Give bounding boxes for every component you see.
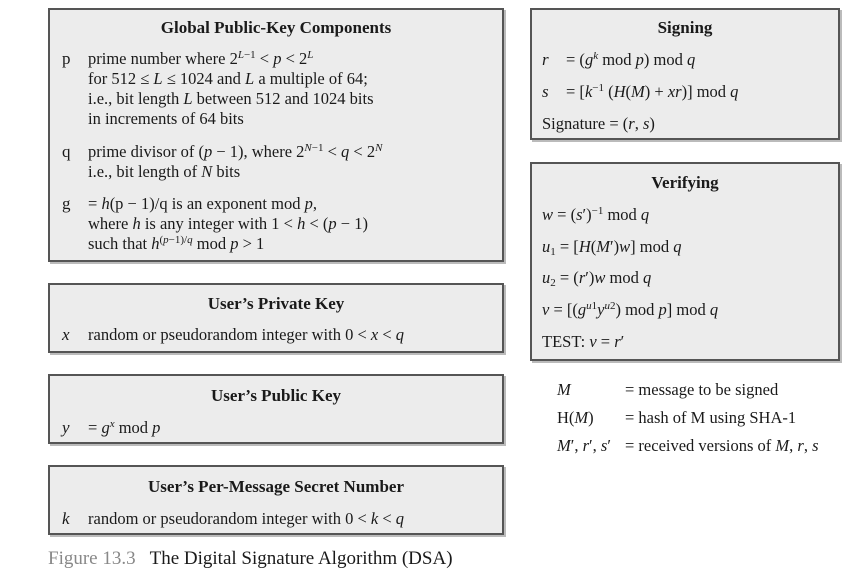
- global-components-box: Global Public-Key Components p prime num…: [48, 8, 504, 262]
- secret-number-title: User’s Per-Message Secret Number: [148, 477, 404, 496]
- verify-w-equation: w = (s′)−1 mod q: [542, 205, 650, 224]
- legend-def-m: = message to be signed: [625, 380, 779, 399]
- private-key-description: random or pseudorandom integer with 0 < …: [88, 325, 405, 344]
- legend-term-received: M′, r′, s′: [557, 436, 611, 455]
- secret-number-box: User’s Per-Message Secret Number k rando…: [48, 465, 504, 535]
- figure-caption-text: The Digital Signature Algorithm (DSA): [149, 548, 453, 569]
- private-key-box: User’s Private Key x random or pseudoran…: [48, 283, 504, 353]
- g-such-that: such that h(p−1)/q mod p > 1: [88, 234, 265, 253]
- p-description: prime number where 2L−1 < p < 2L: [88, 49, 314, 68]
- symbol-g: g: [62, 194, 71, 213]
- symbol-y: y: [62, 418, 70, 437]
- legend-term-hm: H(M): [557, 408, 594, 427]
- global-components-title: Global Public-Key Components: [160, 18, 392, 37]
- signing-box: Signing r = (gk mod p) mod q s = [k−1 (H…: [530, 8, 840, 140]
- symbol-r: r: [542, 50, 549, 69]
- legend-def-received: = received versions of M, r, s: [625, 436, 819, 455]
- symbol-q: q: [62, 142, 71, 161]
- legend-def-hm: = hash of M using SHA-1: [625, 408, 797, 427]
- figure-label: Figure 13.3: [48, 548, 136, 569]
- private-key-title: User’s Private Key: [207, 294, 345, 313]
- verify-v-equation: v = [(gu1yu2) mod p] mod q: [542, 300, 719, 319]
- secret-number-description: random or pseudorandom integer with 0 < …: [88, 509, 405, 528]
- figure-caption: Figure 13.3 The Digital Signature Algorit…: [48, 548, 453, 570]
- p-increments: in increments of 64 bits: [88, 109, 244, 128]
- verifying-box: Verifying w = (s′)−1 mod q u1 = [H(M′)w]…: [530, 162, 840, 361]
- symbol-k: k: [62, 509, 70, 528]
- symbol-s: s: [542, 82, 549, 101]
- legend-term-m: M: [557, 380, 571, 399]
- symbol-p: p: [62, 49, 71, 68]
- p-bit-length: i.e., bit length L between 512 and 1024 …: [88, 89, 374, 108]
- public-key-box: User’s Public Key y = gx mod p: [48, 374, 504, 444]
- signing-r-equation: = (gk mod p) mod q: [566, 50, 696, 69]
- signature-definition: Signature = (r, s): [542, 114, 655, 133]
- p-condition: for 512 ≤ L ≤ 1024 and L a multiple of 6…: [88, 69, 368, 88]
- verifying-title: Verifying: [651, 173, 719, 192]
- q-description: prime divisor of (p − 1), where 2N−1 < q…: [88, 142, 383, 161]
- signing-title: Signing: [657, 18, 713, 37]
- g-where: where h is any integer with 1 < h < (p −…: [88, 214, 368, 233]
- public-key-description: = gx mod p: [88, 418, 161, 437]
- q-bit-length: i.e., bit length of N bits: [88, 162, 241, 181]
- g-description: = h(p − 1)/q is an exponent mod p,: [88, 194, 317, 213]
- signing-s-equation: = [k−1 (H(M) + xr)] mod q: [566, 82, 739, 101]
- verify-test: TEST: v = r′: [542, 332, 625, 351]
- verify-u1-equation: u1 = [H(M′)w] mod q: [542, 237, 682, 258]
- public-key-title: User’s Public Key: [211, 386, 341, 405]
- verify-u2-equation: u2 = (r′)w mod q: [542, 268, 652, 289]
- symbol-x: x: [62, 325, 70, 344]
